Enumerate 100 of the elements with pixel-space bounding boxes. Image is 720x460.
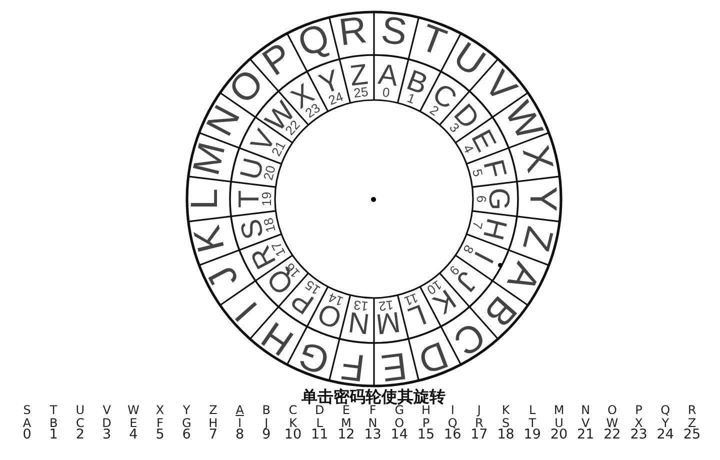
shift-number: 8: [236, 428, 244, 442]
outer-letter: S: [23, 404, 31, 416]
inner-letter: S: [502, 416, 510, 428]
outer-letter: N: [581, 404, 590, 416]
outer-letter: G: [294, 338, 333, 376]
inner-letter: D: [102, 416, 112, 428]
inner-letter: B: [49, 416, 58, 428]
shift-number: 13: [364, 428, 382, 442]
outer-letter: T: [417, 24, 450, 59]
outer-letter: V: [102, 404, 111, 416]
outer-letter: M: [554, 404, 564, 416]
outer-letter: F: [340, 350, 366, 382]
outer-letter: T: [50, 404, 58, 416]
shift-number: 20: [550, 428, 568, 442]
inner-letter: Y: [662, 416, 670, 428]
inner-letter: T: [528, 416, 536, 428]
outer-letter: J: [477, 404, 481, 416]
shift-number: 11: [311, 428, 328, 442]
shift-number: 21: [577, 428, 594, 442]
outer-letter: C: [288, 404, 298, 416]
inner-letter: Q: [448, 416, 458, 428]
inner-letter: P: [422, 416, 430, 428]
position-number: 1: [406, 92, 417, 106]
shift-number: 3: [102, 428, 112, 442]
outer-letter: Q: [660, 404, 670, 416]
inner-letter: M: [341, 416, 352, 428]
position-number: 0: [382, 86, 391, 100]
position-number: 7: [470, 220, 484, 230]
outer-letter: E: [342, 404, 350, 416]
outer-letter: E: [380, 350, 408, 382]
shift-number: 19: [524, 428, 541, 442]
outer-letter: A: [236, 404, 244, 416]
shift-number: 0: [22, 428, 32, 442]
shift-number: 23: [630, 428, 648, 442]
outer-letter: L: [190, 188, 220, 210]
inner-letter: G: [486, 188, 509, 210]
inner-letter: I: [238, 416, 242, 428]
outer-letter: F: [369, 404, 376, 416]
position-number: 18: [262, 216, 278, 234]
position-number: 4: [461, 143, 476, 156]
outer-letter: Y: [182, 404, 190, 416]
inner-letter: U: [554, 416, 564, 428]
outer-letter: Z: [209, 404, 218, 416]
inner-letter: N: [346, 310, 370, 335]
shift-number: 15: [417, 428, 435, 442]
inner-letter: H: [208, 416, 218, 428]
inner-letter: O: [394, 416, 404, 428]
outer-letter: B: [262, 404, 270, 416]
inner-letter: V: [581, 416, 590, 428]
inner-letter: Z: [348, 64, 369, 88]
inner-letter: J: [264, 416, 268, 428]
position-number: 8: [461, 242, 476, 255]
shift-number: 5: [156, 428, 164, 442]
outer-letter: W: [127, 404, 140, 416]
outer-letter: U: [76, 404, 85, 416]
position-number: 20: [262, 164, 278, 182]
position-number: 19: [260, 192, 273, 206]
shift-number: 10: [284, 428, 302, 442]
outer-letter: K: [193, 224, 227, 256]
outer-letter: R: [338, 16, 369, 48]
shift-number: 12: [338, 428, 355, 442]
outer-letter: H: [421, 404, 431, 416]
inner-letter: W: [606, 416, 618, 428]
inner-letter: N: [368, 416, 378, 428]
outer-letter: Q: [294, 22, 333, 60]
outer-letter: D: [415, 338, 452, 375]
position-number: 25: [352, 86, 369, 100]
shift-number: 16: [444, 428, 462, 442]
outer-letter: Y: [528, 186, 556, 212]
inner-letter: C: [76, 416, 84, 428]
shift-number: 18: [497, 428, 514, 442]
outer-letter: G: [394, 404, 404, 416]
position-number: 24: [326, 90, 344, 108]
inner-letter: E: [130, 416, 138, 428]
outer-letter: X: [520, 142, 554, 174]
shift-number: 2: [76, 428, 84, 442]
outer-letter: J: [207, 262, 242, 292]
outer-letter: Z: [520, 224, 554, 254]
inner-letter: A: [22, 416, 32, 428]
position-number: 6: [474, 195, 487, 203]
position-number: 5: [470, 168, 484, 178]
inner-letter: Z: [688, 416, 696, 428]
outer-letter: I: [450, 404, 454, 416]
inner-letter: A: [377, 64, 400, 88]
outer-letter: P: [635, 404, 642, 416]
inner-letter: G: [182, 416, 192, 428]
inner-letter: T: [238, 190, 261, 208]
inner-letter: L: [316, 416, 323, 428]
inner-letter: K: [289, 416, 297, 428]
shift-number: 4: [129, 428, 138, 442]
inner-letter: F: [156, 416, 164, 428]
outer-letter: X: [156, 404, 164, 416]
shift-number: 22: [604, 428, 621, 442]
outer-letter: D: [314, 404, 324, 416]
position-number: 13: [352, 298, 369, 312]
outer-letter: L: [529, 404, 536, 416]
outer-letter: M: [192, 140, 228, 178]
position-number: 12: [378, 298, 394, 312]
shift-number: 25: [683, 428, 701, 442]
inner-letter: X: [634, 416, 643, 428]
